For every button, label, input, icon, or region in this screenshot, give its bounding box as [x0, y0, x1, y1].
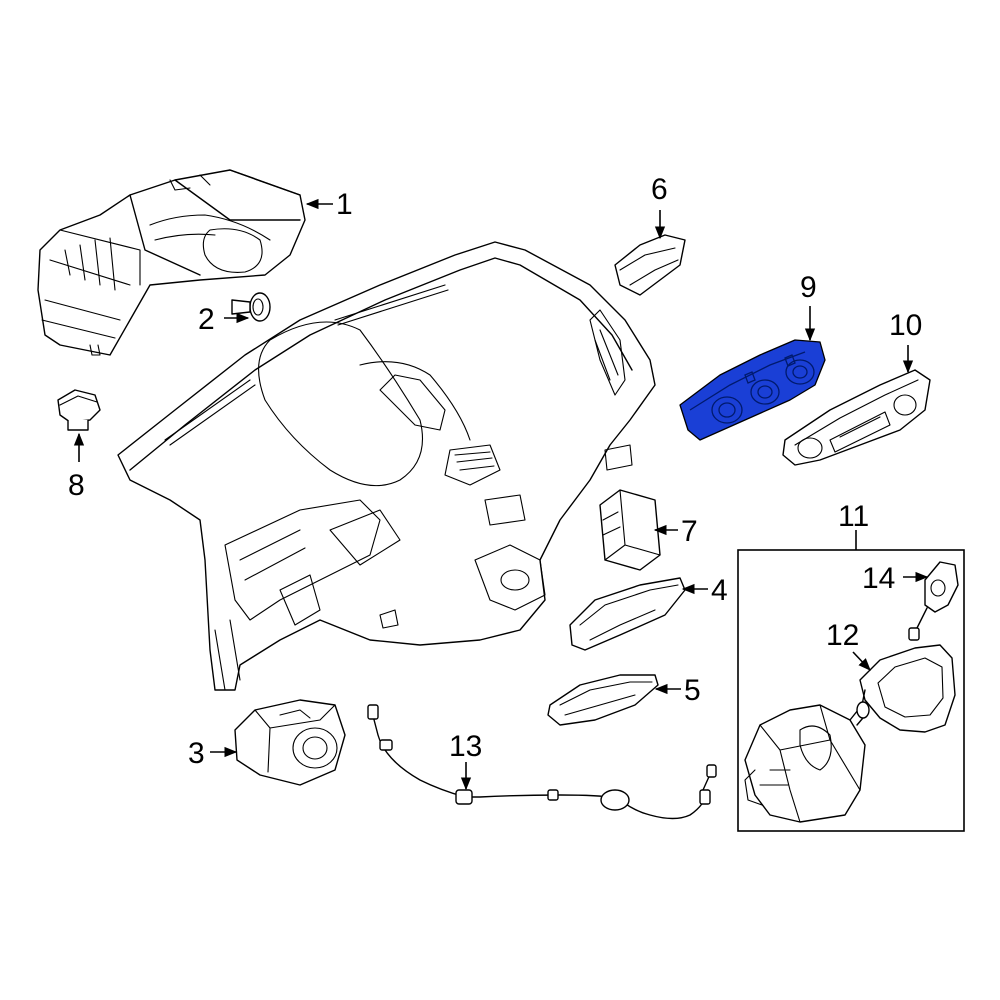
arrow-12 — [852, 651, 871, 671]
part-14-key[interactable] — [908, 561, 959, 641]
callout-13: 13 — [449, 730, 482, 763]
callout-6: 6 — [651, 173, 668, 206]
callout-8: 8 — [68, 469, 85, 502]
part-8-switch[interactable] — [57, 389, 101, 431]
part-10-radio-control-panel[interactable] — [782, 369, 931, 466]
callout-9: 9 — [800, 271, 817, 304]
callout-4: 4 — [711, 574, 728, 607]
callout-arrows — [73, 198, 929, 791]
part-9-climate-control-panel[interactable] — [679, 339, 826, 441]
callout-3: 3 — [188, 737, 205, 770]
callout-11: 11 — [838, 500, 869, 533]
part-5-trim-panel[interactable] — [547, 674, 659, 726]
callout-1: 1 — [336, 188, 353, 221]
part-12-cover[interactable] — [859, 644, 956, 733]
callout-labels: 1 2 3 4 5 6 7 8 9 10 11 12 13 14 — [68, 173, 922, 770]
callout-14: 14 — [862, 562, 895, 595]
steering-column-assembly — [744, 689, 870, 823]
part-6-bezel-trim[interactable] — [614, 234, 686, 296]
callout-2: 2 — [198, 303, 215, 336]
part-7-module[interactable] — [599, 489, 661, 571]
dashboard-panel — [117, 241, 656, 691]
part-3-ignition-switch[interactable] — [234, 699, 346, 786]
callout-7: 7 — [681, 515, 698, 548]
callout-10: 10 — [889, 309, 922, 342]
part-1-instrument-cluster[interactable] — [37, 169, 306, 356]
part-13-cable-assembly[interactable] — [367, 704, 717, 820]
part-4-trim-panel[interactable] — [569, 577, 686, 651]
part-11-group-box — [737, 549, 965, 832]
part-2-clip[interactable] — [231, 292, 271, 322]
callout-12: 12 — [826, 619, 859, 652]
callout-5: 5 — [684, 674, 701, 707]
